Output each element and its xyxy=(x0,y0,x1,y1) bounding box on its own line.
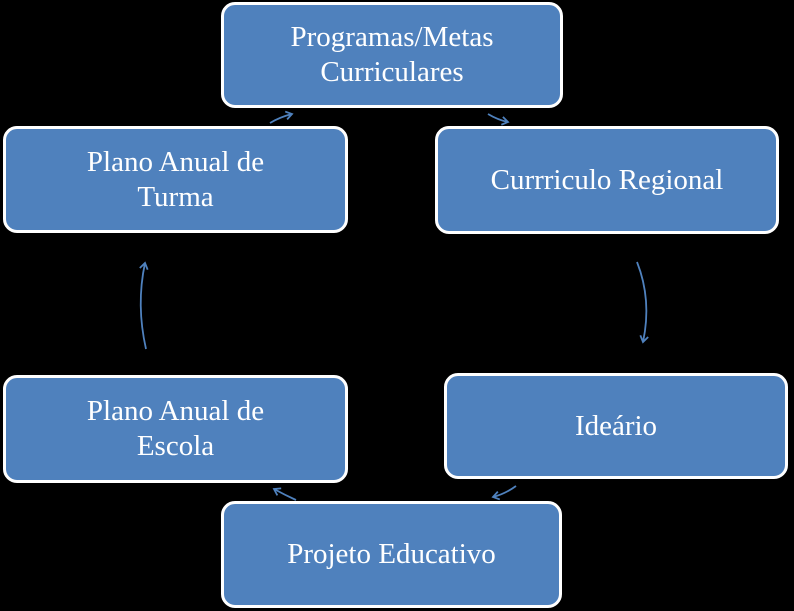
node-plano-anual-turma: Plano Anual de Turma xyxy=(3,126,348,233)
node-ideario: Ideário xyxy=(444,373,788,479)
node-programas-metas: Programas/Metas Curriculares xyxy=(221,2,563,108)
arrow-curriculo-to-ideario xyxy=(636,261,649,344)
arrow-turma-to-top xyxy=(269,110,294,124)
node-ideario-label: Ideário xyxy=(574,409,658,442)
arrow-top-to-curriculo xyxy=(487,113,510,126)
node-projeto-educativo-label: Projeto Educativo xyxy=(287,538,496,571)
arrow-escola-to-turma xyxy=(139,261,149,350)
node-plano-anual-escola-label: Plano Anual de Escola xyxy=(86,395,265,462)
node-curriculo-regional-label: Currriculo Regional xyxy=(490,163,724,196)
node-plano-anual-escola: Plano Anual de Escola xyxy=(3,375,348,483)
arrow-projeto-to-escola xyxy=(272,487,297,501)
arrow-ideario-to-projeto xyxy=(491,485,517,501)
node-curriculo-regional: Currriculo Regional xyxy=(435,126,779,234)
node-programas-metas-label: Programas/Metas Curriculares xyxy=(290,21,494,88)
node-plano-anual-turma-label: Plano Anual de Turma xyxy=(86,145,265,213)
node-projeto-educativo: Projeto Educativo xyxy=(221,501,562,608)
